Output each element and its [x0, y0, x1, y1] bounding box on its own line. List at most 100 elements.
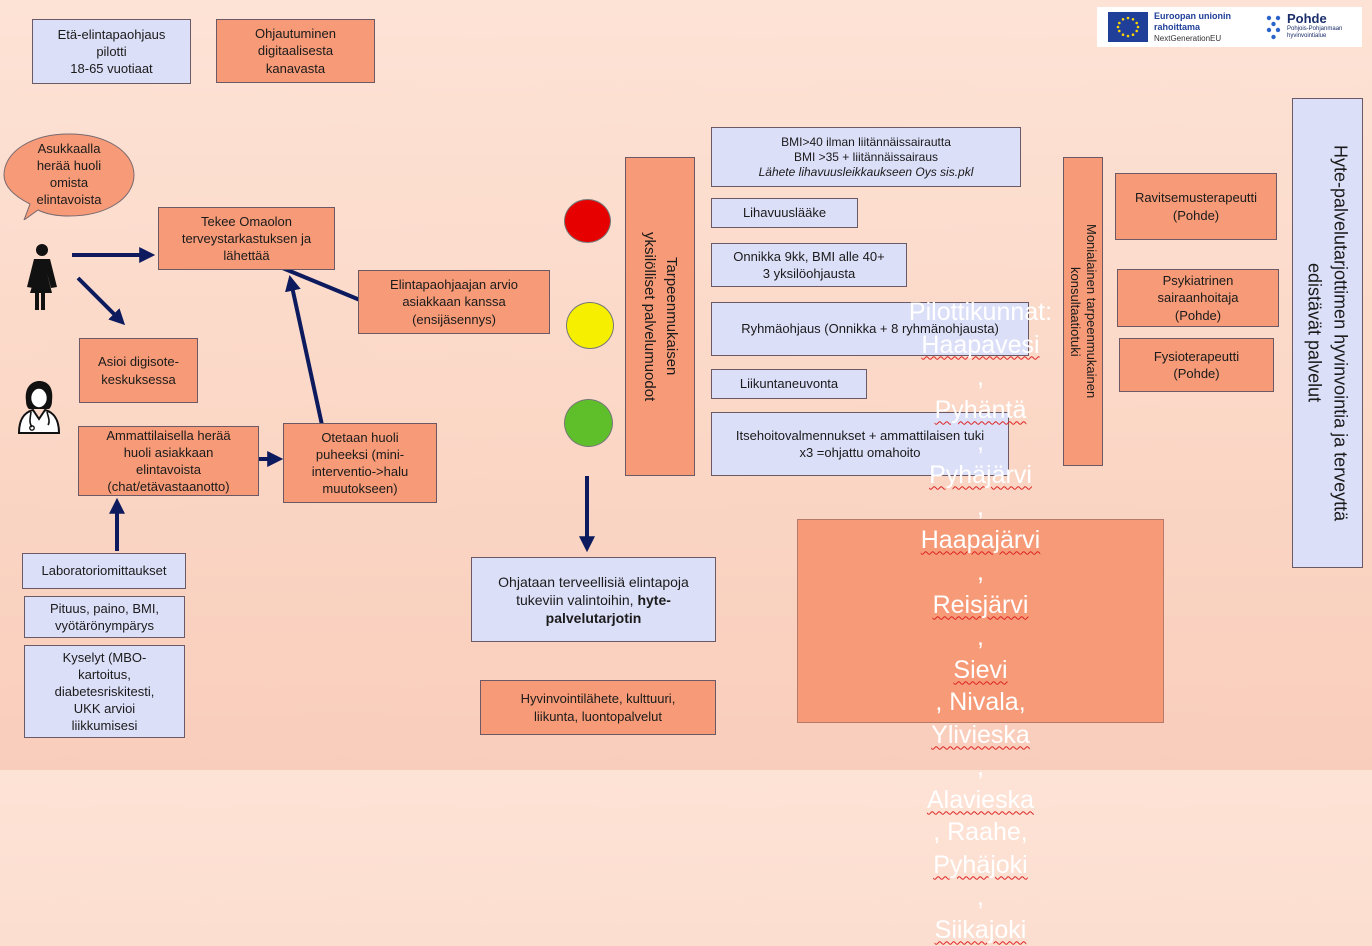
omaolon-line: lähettää — [182, 247, 311, 264]
speech-bubble: Asukkaalla herää huoli omista elintavois… — [2, 132, 136, 220]
huoli-line: muutokseen) — [312, 480, 408, 497]
hyvinvointi-line: Hyvinvointilähete, kulttuuri, — [521, 690, 676, 707]
digisote-line: keskuksessa — [98, 371, 179, 388]
hyte-palvelut-box: Hyte-palvelutarjottimen hyvinvointia ja … — [1292, 98, 1363, 568]
lab-label: Laboratoriomittaukset — [41, 562, 166, 579]
municipality-name: Pyhäjoki — [909, 849, 1052, 882]
fysio-line: (Pohde) — [1154, 365, 1239, 382]
huoli-line: puheeksi (mini- — [312, 446, 408, 463]
kyselyt-box: Kyselyt (MBO-kartoitus,diabetesriskitest… — [24, 645, 185, 738]
municipality-name: Haapavesi — [909, 329, 1052, 362]
bmi-line: BMI >35 + liitännäissairaus — [759, 150, 974, 165]
kyselyt-line: UKK arvioi — [55, 700, 155, 717]
pituus-line: vyötärönympärys — [50, 617, 159, 634]
pilottikunnat-separator: , — [909, 491, 1052, 524]
municipality-name: Sievi — [909, 654, 1052, 687]
speech-line: omista — [2, 174, 136, 191]
municipality-name: Pyhäjärvi — [909, 459, 1052, 492]
liikuntaneuvonta-box: Liikuntaneuvonta — [711, 369, 867, 399]
municipality-name: Haapajärvi — [909, 524, 1052, 557]
municipality-name: Pyhäntä — [909, 394, 1052, 427]
hyvinvointilahete-box: Hyvinvointilähete, kulttuuri,liikunta, l… — [480, 680, 716, 735]
lihavuuslaake-label: Lihavuuslääke — [743, 204, 826, 221]
pohde-sub: hyvinvointialue — [1287, 33, 1342, 40]
pohde-name: Pohde — [1287, 11, 1342, 26]
hyte-palvelut-label: Hyte-palvelutarjottimen hyvinvointia ja … — [1302, 145, 1354, 521]
ohjataan-line: Ohjataan terveellisiä elintapoja — [498, 573, 689, 591]
bmi-line: BMI>40 ilman liitännäissairautta — [759, 135, 974, 150]
pilottikunnat-separator: , — [909, 556, 1052, 589]
digital-line: Ohjautuminen — [255, 25, 336, 42]
liikuntaneuvonta-label: Liikuntaneuvonta — [740, 375, 838, 392]
arvio-line: asiakkaan kanssa — [390, 293, 518, 310]
tarpeenmukainen-box: Tarpeenmukaisen yksilölliset palvelumuod… — [625, 157, 695, 476]
ammattilainen-line: huoli asiakkaan — [106, 444, 230, 461]
doctor-icon — [16, 379, 62, 435]
woman-icon — [24, 243, 60, 311]
pilottikunnat-separator: , — [909, 751, 1052, 784]
omaolon-line: Tekee Omaolon — [182, 213, 311, 230]
eu-text: Euroopan unionin — [1154, 11, 1231, 22]
speech-line: Asukkaalla — [2, 140, 136, 157]
speech-line: elintavoista — [2, 191, 136, 208]
arvio-line: Elintapaohjaajan arvio — [390, 276, 518, 293]
huoli-line: Otetaan huoli — [312, 429, 408, 446]
kyselyt-line: diabetesriskitesti, — [55, 683, 155, 700]
hyvinvointi-line: liikunta, luontopalvelut — [521, 708, 676, 725]
ravitsemus-line: Ravitsemusterapeutti — [1135, 189, 1257, 206]
funding-logo: Euroopan unionin rahoittama NextGenerati… — [1097, 7, 1362, 47]
kyselyt-line: kartoitus, — [55, 666, 155, 683]
monialainen-label: Monialainen tarpeenmukainen konsultaatio… — [1067, 224, 1099, 398]
bmi-line: Lähete lihavuusleikkaukseen Oys sis.pkl — [759, 165, 974, 180]
onnikka-box: Onnikka 9kk, BMI alle 40+3 yksilöohjaust… — [711, 243, 907, 287]
ammattilainen-line: elintavoista — [106, 461, 230, 478]
psyk-line: sairaanhoitaja — [1158, 289, 1239, 306]
digital-line: digitaalisesta — [255, 42, 336, 59]
arvio-line: (ensijäsennys) — [390, 311, 518, 328]
kyselyt-line: Kyselyt (MBO- — [55, 649, 155, 666]
psyk-line: (Pohde) — [1158, 307, 1239, 324]
municipality-name: Alavieska — [909, 784, 1052, 817]
ohjataan-box: Ohjataan terveellisiä elintapoja tukevii… — [471, 557, 716, 642]
lihavuuslaake-box: Lihavuuslääke — [711, 198, 858, 228]
pilottikunnat-separator: Pilottikunnat: — [909, 296, 1052, 329]
ravitsemusterapeutti-box: Ravitsemusterapeutti(Pohde) — [1115, 173, 1277, 240]
lab-box: Laboratoriomittaukset — [22, 553, 186, 589]
huoli-line: interventio->halu — [312, 463, 408, 480]
eu-flag-icon — [1108, 12, 1148, 42]
eu-text: rahoittama — [1154, 22, 1231, 33]
fysio-line: Fysioterapeutti — [1154, 348, 1239, 365]
traffic-light-red — [564, 199, 611, 243]
pilot-line: 18-65 vuotiaat — [58, 60, 166, 77]
pilottikunnat-box: Pilottikunnat: Haapavesi, Pyhäntä, Pyhäj… — [797, 519, 1164, 723]
kyselyt-line: liikkumisesi — [55, 717, 155, 734]
pohde-sub: Pohjois-Pohjanmaan — [1287, 26, 1342, 33]
pilottikunnat-separator: , — [909, 621, 1052, 654]
psyk-line: Psykiatrinen — [1158, 272, 1239, 289]
municipality-name: Ylivieska — [909, 719, 1052, 752]
ohjataan-line: tukeviin valintoihin, — [516, 592, 634, 608]
pilot-line: Etä-elintapaohjaus — [58, 26, 166, 43]
pilottikunnat-separator: , — [909, 426, 1052, 459]
omaolon-line: terveystarkastuksen ja — [182, 230, 311, 247]
monialainen-box: Monialainen tarpeenmukainen konsultaatio… — [1063, 157, 1103, 466]
speech-line: herää huoli — [2, 157, 136, 174]
ravitsemus-line: (Pohde) — [1135, 207, 1257, 224]
tarpeenmukainen-label: Tarpeenmukaisen yksilölliset palvelumuod… — [638, 232, 682, 401]
pituus-box: Pituus, paino, BMI,vyötärönympärys — [24, 596, 185, 638]
digisote-line: Asioi digisote- — [98, 353, 179, 370]
arrow-huoli-to-omaolon — [291, 282, 322, 425]
ohjataan-bold: hyte- — [637, 592, 670, 608]
ohjataan-bold: palvelutarjotin — [546, 610, 642, 626]
arrow-person-to-digisote — [78, 278, 120, 320]
digisote-box: Asioi digisote-keskuksessa — [79, 338, 198, 403]
traffic-light-green — [564, 399, 613, 447]
pilottikunnat-text: Pilottikunnat: Haapavesi, Pyhäntä, Pyhäj… — [909, 296, 1052, 946]
